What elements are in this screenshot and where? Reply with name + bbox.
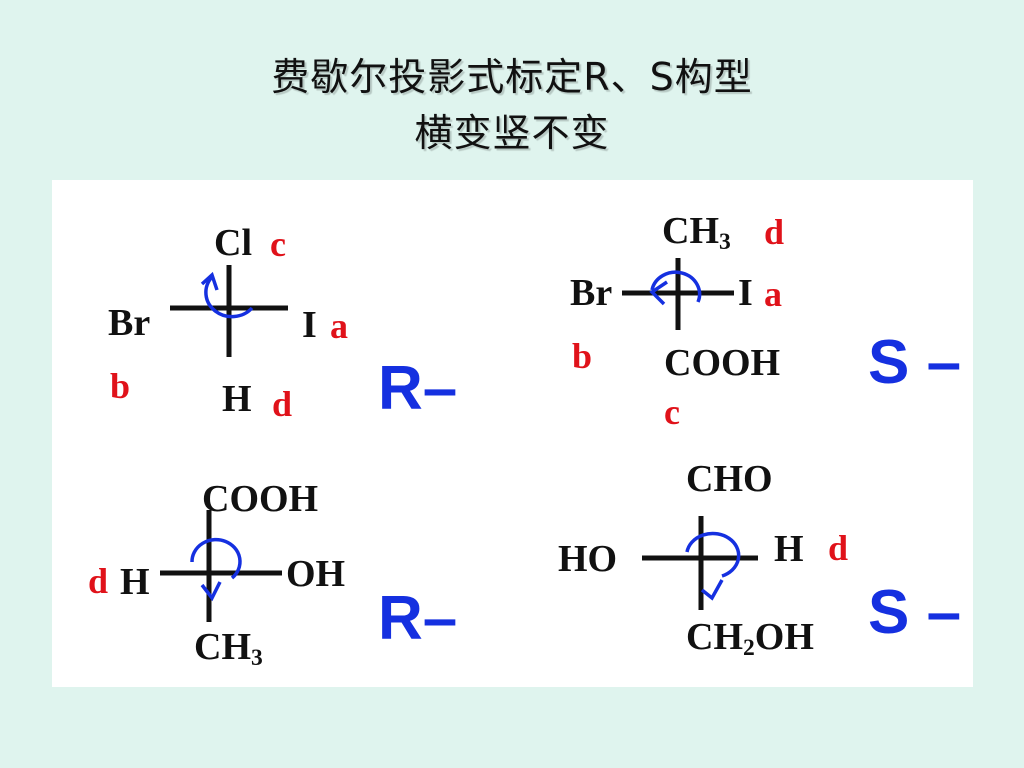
s3-right-group: OH [286,553,346,595]
s1-left-priority: b [110,366,131,406]
projection-lines [160,258,758,622]
s2-configuration: S – [868,328,962,397]
s1-rotation-arrow-icon [204,275,254,319]
slide-title-line-2: 横变竖不变 [414,111,610,155]
s1-right-priority: a [330,306,348,346]
s4-right-priority: d [828,528,849,568]
s1-configuration: R– [378,354,458,423]
s3-arrowhead-icon [200,581,222,602]
s3-left-group: H [120,561,150,603]
s3-left-priority: d [88,561,109,601]
s4-right-group: H [774,528,804,570]
s2-right-priority: a [764,274,782,314]
s1-bottom-group: H [222,378,252,420]
s2-left-priority: b [572,336,593,376]
s3-bottom-group: CH3 [194,626,263,671]
s1-left-group: Br [108,302,151,344]
s2-top-group: CH3 [662,210,731,255]
s1-top-group: Cl [214,222,252,264]
s2-rotation-arrow-icon [650,270,702,303]
s2-top-priority: d [764,212,785,252]
s4-left-group: HO [558,538,618,580]
slide-title-line-1: 费歇尔投影式标定R、S构型 [271,55,753,99]
s2-right-group: I [738,272,753,314]
s1-bottom-priority: d [272,384,293,424]
diagram-panel: Cl c Br b I a H d R– CH3 d Br b I a COOH… [52,180,973,687]
s2-bottom-group: COOH [664,342,781,384]
s1-arrowhead-icon [200,271,219,291]
s2-arrowhead-icon [649,280,668,306]
s4-rotation-arrow-icon [685,531,741,578]
s4-arrowhead-icon [700,579,724,601]
s2-bottom-priority: c [664,392,680,432]
s3-configuration: R– [378,584,458,653]
s1-top-priority: c [270,224,286,264]
s4-top-group: CHO [686,458,773,500]
s1-right-group: I [302,304,317,346]
s4-configuration: S – [868,578,962,647]
s3-rotation-arrow-icon [190,537,242,580]
s3-top-group: COOH [202,478,319,520]
s2-left-group: Br [570,272,613,314]
s4-bottom-group: CH2OH [686,616,814,661]
